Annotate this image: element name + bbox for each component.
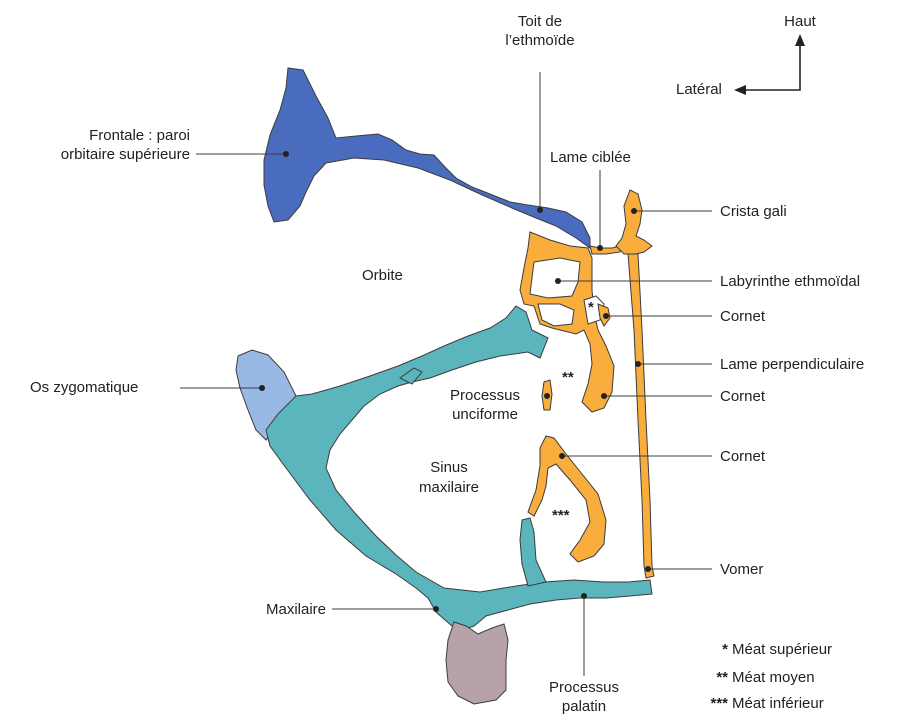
crista-galli-shape — [616, 190, 652, 254]
dot-processus-unciforme — [544, 393, 550, 399]
label-toit-line1: Toit de — [495, 12, 585, 31]
label-cornet-moyen: Cornet — [720, 387, 765, 406]
label-processus-unciforme-line1: Processus — [430, 386, 540, 405]
orientation-up-label: Haut — [772, 12, 828, 31]
label-processus-palatin-line1: Processus — [534, 678, 634, 697]
label-lame-perpendiculaire: Lame perpendiculaire — [720, 355, 864, 374]
inferior-turbinate-shape — [528, 436, 606, 562]
dot-lame-perp — [635, 361, 641, 367]
dot-toit — [537, 207, 543, 213]
dot-lame-criblee — [597, 245, 603, 251]
label-sinus-line2: maxilaire — [404, 478, 494, 497]
legend-text-2: Méat moyen — [732, 668, 815, 687]
label-frontale-line2: orbitaire supérieure — [20, 145, 190, 164]
legend-text-3: Méat inférieur — [732, 694, 824, 713]
label-os-zygomatique: Os zygomatique — [30, 378, 176, 397]
legend-marker-2: ** — [690, 668, 728, 687]
dot-cornet-sup — [603, 313, 609, 319]
marker-superior-meatus: * — [588, 298, 594, 317]
label-frontale-line1: Frontale : paroi — [20, 126, 190, 145]
dot-os-zygomatique — [259, 385, 265, 391]
label-toit-line2: l’ethmoïde — [495, 31, 585, 50]
label-lame-criblee: Lame ciblée — [550, 148, 631, 167]
legend-text-1: Méat supérieur — [732, 640, 832, 659]
marker-inferior-meatus: *** — [552, 506, 570, 525]
legend-marker-3: *** — [690, 694, 728, 713]
label-sinus-line1: Sinus — [404, 458, 494, 477]
tooth-shape — [446, 622, 508, 704]
perpendicular-plate-shape — [628, 254, 654, 578]
dot-maxilaire — [433, 606, 439, 612]
maxilla-medial-wall-shape — [520, 518, 546, 586]
label-orbite: Orbite — [362, 266, 403, 285]
dot-crista-gali — [631, 208, 637, 214]
label-vomer: Vomer — [720, 560, 763, 579]
label-processus-palatin-line2: palatin — [534, 697, 634, 716]
dot-frontale — [283, 151, 289, 157]
label-labyrinthe: Labyrinthe ethmoïdal — [720, 272, 860, 291]
frontal-bone-shape — [264, 68, 590, 248]
dot-labyrinthe — [555, 278, 561, 284]
dot-cornet-moyen — [601, 393, 607, 399]
dot-processus-palatin — [581, 593, 587, 599]
arrow-left-icon — [734, 85, 746, 95]
label-processus-unciforme-line2: unciforme — [430, 405, 540, 424]
label-cornet-superieur: Cornet — [720, 307, 765, 326]
label-crista-gali: Crista gali — [720, 202, 787, 221]
cribriform-plate-shape — [590, 246, 620, 254]
orientation-arrows — [740, 40, 800, 90]
label-cornet-inferieur: Cornet — [720, 447, 765, 466]
dot-cornet-inf — [559, 453, 565, 459]
arrow-up-icon — [795, 34, 805, 46]
orientation-arrow-line — [740, 40, 800, 90]
dot-vomer — [645, 566, 651, 572]
ethmoid-cell-upper — [530, 258, 580, 298]
orientation-lateral-label: Latéral — [676, 80, 722, 99]
marker-middle-meatus: ** — [562, 368, 574, 387]
label-maxilaire: Maxilaire — [226, 600, 326, 619]
legend-marker-1: * — [690, 640, 728, 659]
